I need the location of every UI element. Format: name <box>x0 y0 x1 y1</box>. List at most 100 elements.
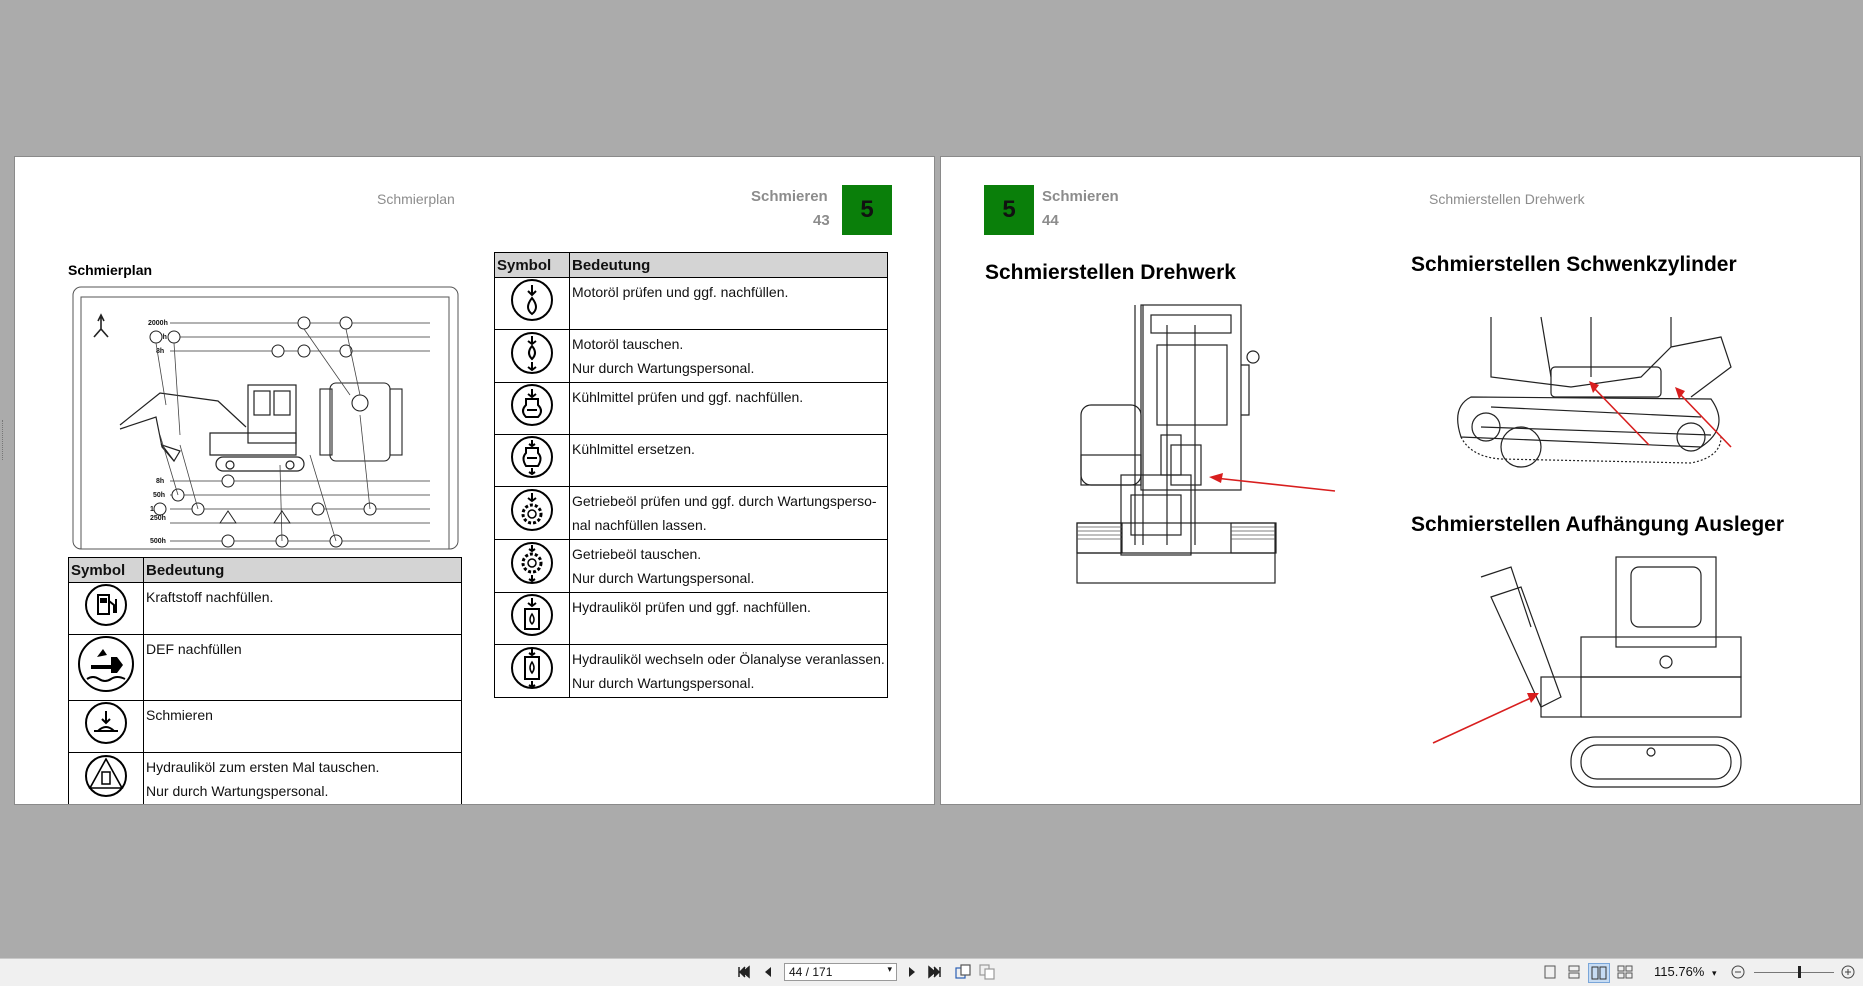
engine-oil-check-icon <box>511 279 553 321</box>
row-text-secondary: Nur durch Wartungspersonal. <box>146 783 329 799</box>
document-page-43: Schmierplan Schmieren 43 5 Schmierplan 2… <box>14 156 935 805</box>
row-text-secondary: Nur durch Wartungspersonal. <box>572 675 755 691</box>
table-row: Getriebeöl tauschen. Nur durch Wartungsp… <box>494 539 888 593</box>
interval-label: 8h <box>156 348 164 355</box>
heading-drehwerk: Schmierstellen Drehwerk <box>985 261 1236 284</box>
next-page-button[interactable] <box>904 963 920 981</box>
section-title: Schmierplan <box>68 262 153 278</box>
grease-icon <box>85 702 127 744</box>
swing-drive-illustration <box>1076 304 1336 584</box>
chapter-number: 5 <box>860 196 874 223</box>
heading-schwenkzylinder: Schmierstellen Schwenkzylinder <box>1411 253 1737 276</box>
zoom-in-button[interactable] <box>1840 963 1856 981</box>
table-row: Schmieren <box>68 700 462 753</box>
two-page-view-button[interactable] <box>1588 963 1610 983</box>
interval-label: 500h <box>150 538 166 545</box>
row-text: Getriebeöl tauschen. <box>572 546 702 562</box>
running-header-chapter: Schmieren <box>751 188 828 205</box>
chapter-number: 5 <box>1002 196 1016 223</box>
page-indicator: 44 / 171 <box>789 965 833 979</box>
single-page-view-button[interactable] <box>1542 963 1558 981</box>
column-header-meaning: Bedeutung <box>143 557 462 583</box>
column-header-meaning: Bedeutung <box>569 252 888 278</box>
row-text: Hydrauliköl wechseln oder Ölanalyse vera… <box>572 651 885 667</box>
two-page-icon <box>1591 966 1607 980</box>
continuous-view-button[interactable] <box>1566 963 1582 981</box>
interval-label: 250h <box>150 515 166 522</box>
last-page-icon <box>928 965 941 979</box>
interval-label: 2000h <box>148 320 168 327</box>
symbol-table-fluids: Symbol Bedeutung Motoröl prüfen und ggf.… <box>494 252 888 698</box>
zoom-level[interactable]: 115.76% ▾ <box>1654 964 1717 979</box>
zoom-out-button[interactable] <box>1730 963 1746 981</box>
first-page-button[interactable] <box>736 963 752 981</box>
zoom-value: 115.76% <box>1654 964 1705 979</box>
chapter-number-box: 5 <box>984 185 1034 235</box>
grease-nipple-icon <box>93 313 109 338</box>
heading-ausleger: Schmierstellen Aufhängung Ausleger <box>1411 513 1785 536</box>
engine-oil-change-icon <box>511 331 553 374</box>
zoom-slider-thumb[interactable] <box>1798 966 1801 978</box>
row-text: Hydrauliköl zum ersten Mal tauschen. <box>146 759 380 775</box>
symbol-table-general: Symbol Bedeutung Kraftstoff nachfüllen. <box>68 557 462 804</box>
row-text-secondary: Nur durch Wartungspersonal. <box>572 570 755 586</box>
table-row: Kraftstoff nachfüllen. <box>68 582 462 635</box>
running-header-section: Schmierplan <box>377 191 455 207</box>
table-row: Getriebeöl prüfen und ggf. durch Wartung… <box>494 486 888 540</box>
row-text: DEF nachfüllen <box>146 641 242 657</box>
first-page-icon <box>738 965 750 979</box>
column-header-symbol: Symbol <box>68 557 144 583</box>
boom-suspension-illustration <box>1432 556 1742 788</box>
row-text-secondary: Nur durch Wartungspersonal. <box>572 360 755 376</box>
next-page-icon <box>909 967 915 977</box>
next-view-icon <box>979 964 995 980</box>
table-row: Hydrauliköl wechseln oder Ölanalyse vera… <box>494 644 888 698</box>
chapter-number-box: 5 <box>842 185 892 235</box>
table-row: DEF nachfüllen <box>68 634 462 701</box>
chevron-down-icon: ▾ <box>1711 968 1717 978</box>
zoom-in-icon <box>1841 965 1855 979</box>
interval-label: 50h <box>153 492 165 499</box>
page-number: 43 <box>813 212 830 229</box>
two-page-continuous-icon <box>1617 965 1633 979</box>
table-row: Motoröl prüfen und ggf. nachfüllen. <box>494 277 888 330</box>
row-text: Schmieren <box>146 707 213 723</box>
row-text: Hydrauliköl prüfen und ggf. nachfüllen. <box>572 599 811 615</box>
row-text-secondary: nal nachfüllen lassen. <box>572 517 707 533</box>
running-header-chapter: Schmieren <box>1042 188 1119 205</box>
table-row: Kühlmittel prüfen und ggf. nachfüllen. <box>494 382 888 435</box>
column-header-symbol: Symbol <box>494 252 570 278</box>
single-page-icon <box>1544 965 1556 979</box>
chevron-down-icon: ▾ <box>887 964 892 974</box>
interval-label: 8h <box>156 478 164 485</box>
table-row: Kühlmittel ersetzen. <box>494 434 888 487</box>
running-header-section: Schmierstellen Drehwerk <box>1429 191 1585 207</box>
fuel-icon <box>85 584 127 626</box>
table-row: Hydrauliköl zum ersten Mal tauschen. Nur… <box>68 752 462 804</box>
previous-page-icon <box>765 967 771 977</box>
next-view-button[interactable] <box>978 963 996 981</box>
row-text: Getriebeöl prüfen und ggf. durch Wartung… <box>572 493 877 509</box>
coolant-check-icon <box>511 384 553 426</box>
lubrication-plan-diagram: 2000h 100h 8h 8h 50h 100h 250h 500h <box>72 286 459 550</box>
continuous-page-icon <box>1568 965 1580 979</box>
gear-oil-check-icon <box>511 488 553 531</box>
coolant-change-icon <box>511 436 553 478</box>
table-row: Motoröl tauschen. Nur durch Wartungspers… <box>494 329 888 383</box>
document-page-44: 5 Schmieren 44 Schmierstellen Drehwerk S… <box>940 156 1861 805</box>
two-page-continuous-button[interactable] <box>1616 963 1634 981</box>
page-number: 44 <box>1042 212 1059 229</box>
def-icon <box>78 636 134 692</box>
viewer-toolbar: 44 / 171 ▾ 115.76% ▾ <box>0 958 1863 986</box>
row-text: Kraftstoff nachfüllen. <box>146 589 274 605</box>
page-number-input[interactable]: 44 / 171 ▾ <box>784 963 897 981</box>
panel-resize-handle[interactable] <box>2 420 6 460</box>
last-page-button[interactable] <box>926 963 944 981</box>
row-text: Motoröl tauschen. <box>572 336 684 352</box>
zoom-slider[interactable] <box>1754 966 1834 978</box>
row-text: Kühlmittel prüfen und ggf. nachfüllen. <box>572 389 804 405</box>
hydraulic-oil-change-icon <box>511 646 553 689</box>
previous-page-button[interactable] <box>760 963 776 981</box>
gear-oil-change-icon <box>511 541 553 584</box>
previous-view-button[interactable] <box>954 963 972 981</box>
